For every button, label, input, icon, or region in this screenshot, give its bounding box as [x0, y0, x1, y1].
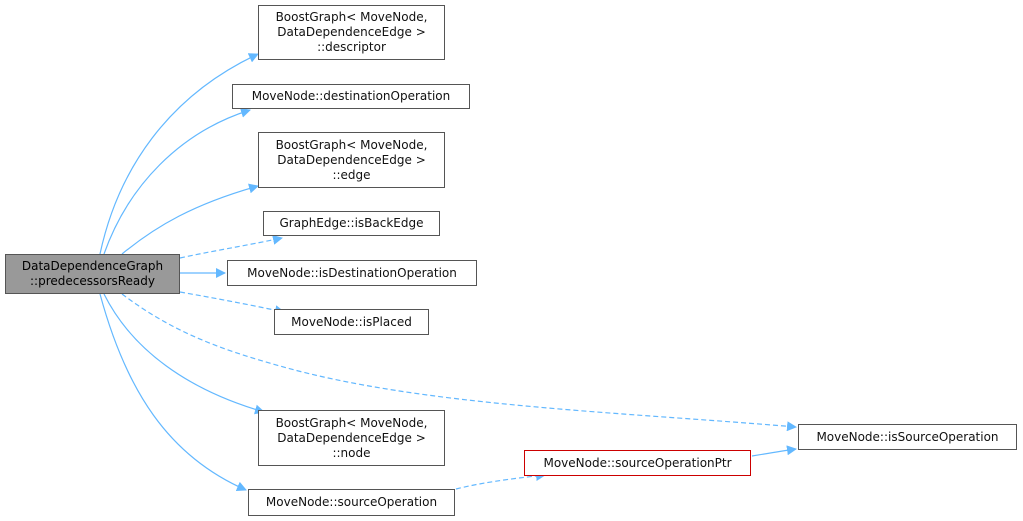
node-label-line-2: DataDependenceEdge > [277, 430, 426, 445]
node-label-line-1: BoostGraph< MoveNode, [275, 10, 428, 24]
edge-root-to-descriptor [99, 53, 259, 255]
node-label-line-2: DataDependenceEdge > [277, 152, 426, 167]
node-move-node-is-source-operation[interactable]: MoveNode::isSourceOperation [798, 424, 1017, 450]
node-label-line-3: ::descriptor [317, 40, 386, 54]
node-boostgraph-descriptor[interactable]: BoostGraph< MoveNode, DataDependenceEdge… [258, 5, 445, 60]
node-move-node-is-destination-operation[interactable]: MoveNode::isDestinationOperation [227, 260, 477, 286]
node-label: MoveNode::destinationOperation [251, 89, 451, 103]
node-label: MoveNode::sourceOperation [265, 495, 438, 509]
node-move-node-is-placed[interactable]: MoveNode::isPlaced [274, 309, 429, 335]
node-label-line-1: BoostGraph< MoveNode, [275, 415, 428, 430]
edge-root-to-is-placed [179, 291, 285, 316]
node-data-dependence-graph-predecessors-ready[interactable]: DataDependenceGraph ::predecessorsReady [5, 254, 180, 294]
node-boostgraph-node[interactable]: BoostGraph< MoveNode, DataDependenceEdge… [258, 410, 445, 466]
node-label-line-1: BoostGraph< MoveNode, [275, 137, 428, 152]
edge-root-to-node [103, 293, 265, 415]
edge-root-to-is-source-operation [121, 293, 797, 432]
node-graph-edge-is-back-edge[interactable]: GraphEdge::isBackEdge [263, 211, 440, 236]
node-label: MoveNode::isPlaced [291, 314, 412, 329]
node-boostgraph-edge[interactable]: BoostGraph< MoveNode, DataDependenceEdge… [258, 132, 445, 188]
node-label-line-2: ::predecessorsReady [29, 274, 156, 288]
edge-root-to-is-back-edge [179, 234, 283, 259]
node-label-line-3: ::edge [332, 167, 371, 182]
node-move-node-destination-operation[interactable]: MoveNode::destinationOperation [232, 84, 470, 109]
edge-source-operation-to-source-operation-ptr [455, 470, 546, 490]
edge-root-to-edge [121, 183, 259, 255]
node-move-node-source-operation-ptr[interactable]: MoveNode::sourceOperationPtr [524, 450, 751, 476]
node-label-line-3: ::node [332, 445, 371, 460]
node-label: MoveNode::sourceOperationPtr [543, 455, 732, 470]
node-label: GraphEdge::isBackEdge [279, 216, 424, 230]
node-label-line-2: DataDependenceEdge > [277, 25, 426, 39]
edge-root-to-source-operation [99, 293, 247, 491]
node-move-node-source-operation[interactable]: MoveNode::sourceOperation [248, 489, 455, 516]
node-label: MoveNode::isSourceOperation [816, 429, 999, 444]
node-label: MoveNode::isDestinationOperation [247, 265, 457, 280]
edge-root-to-destination-operation [103, 107, 251, 255]
node-label-line-1: DataDependenceGraph [21, 259, 164, 273]
edge-source-operation-ptr-to-is-source-operation [751, 445, 797, 457]
